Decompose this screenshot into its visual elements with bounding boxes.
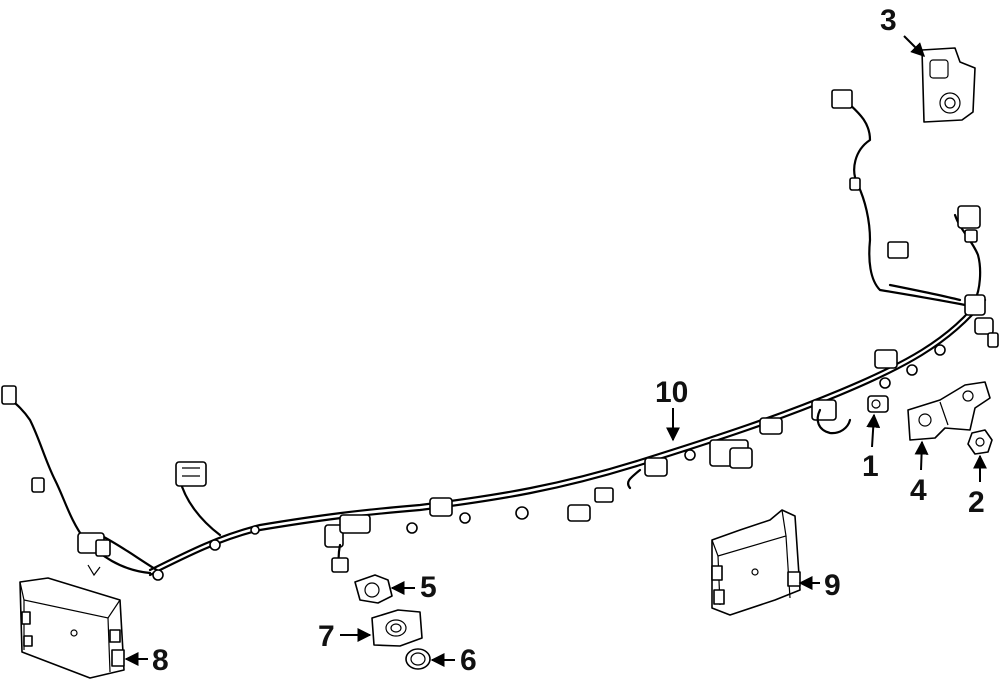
bracket-part-3: [921, 47, 976, 123]
callout-8: 8: [124, 644, 169, 677]
module-part-8: [19, 577, 125, 679]
callout-label-8: 8: [152, 644, 169, 677]
callout-label-9: 9: [824, 569, 841, 602]
sensor-part-5: [354, 574, 393, 604]
grommet-part-6: [405, 648, 431, 670]
clip-part-1: [867, 395, 889, 413]
callout-9: 9: [798, 569, 841, 602]
module-part-9: [711, 509, 801, 616]
callout-label-6: 6: [460, 644, 477, 677]
harness-connector: [95, 539, 111, 557]
harness-connector: [957, 205, 981, 229]
callout-7: 7: [318, 620, 372, 653]
sensor-bezel-part-7: [371, 609, 423, 647]
callout-5: 5: [390, 571, 437, 604]
callout-label-1: 1: [862, 450, 879, 483]
bracket-part-4: [907, 381, 991, 441]
callout-10: 10: [655, 376, 688, 442]
harness-connector: [175, 461, 207, 487]
harness-clips: [152, 344, 946, 581]
callout-label-3: 3: [880, 4, 897, 37]
callout-label-7: 7: [318, 620, 335, 653]
callout-label-10: 10: [655, 376, 688, 409]
callout-label-5: 5: [420, 571, 437, 604]
harness-connector-left: [1, 385, 17, 405]
callout-4: 4: [910, 440, 929, 507]
callout-label-2: 2: [968, 486, 985, 519]
callout-6: 6: [430, 644, 477, 677]
wiring-harness: [1, 89, 999, 581]
harness-connector-top: [831, 89, 853, 109]
callout-2: 2: [968, 454, 987, 519]
callout-1: 1: [862, 413, 881, 483]
callout-3: 3: [880, 4, 925, 57]
callout-label-4: 4: [910, 474, 927, 507]
harness-clip: [31, 477, 45, 493]
nut-part-2: [967, 429, 993, 455]
